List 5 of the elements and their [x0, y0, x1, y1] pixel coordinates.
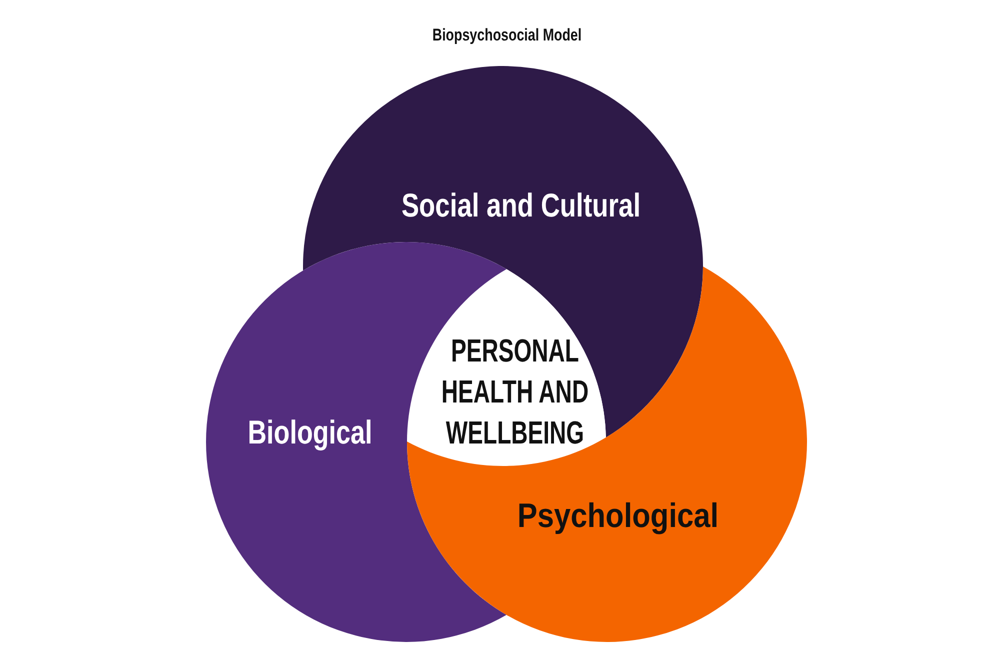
region-label: Psychological: [517, 499, 719, 533]
region-label: Biological: [248, 416, 372, 448]
diagram-title: Biopsychosocial Model: [432, 26, 582, 44]
center-label: PERSONAL HEALTH AND WELLBEING: [440, 332, 590, 452]
region-label: Social and Cultural: [401, 188, 641, 222]
